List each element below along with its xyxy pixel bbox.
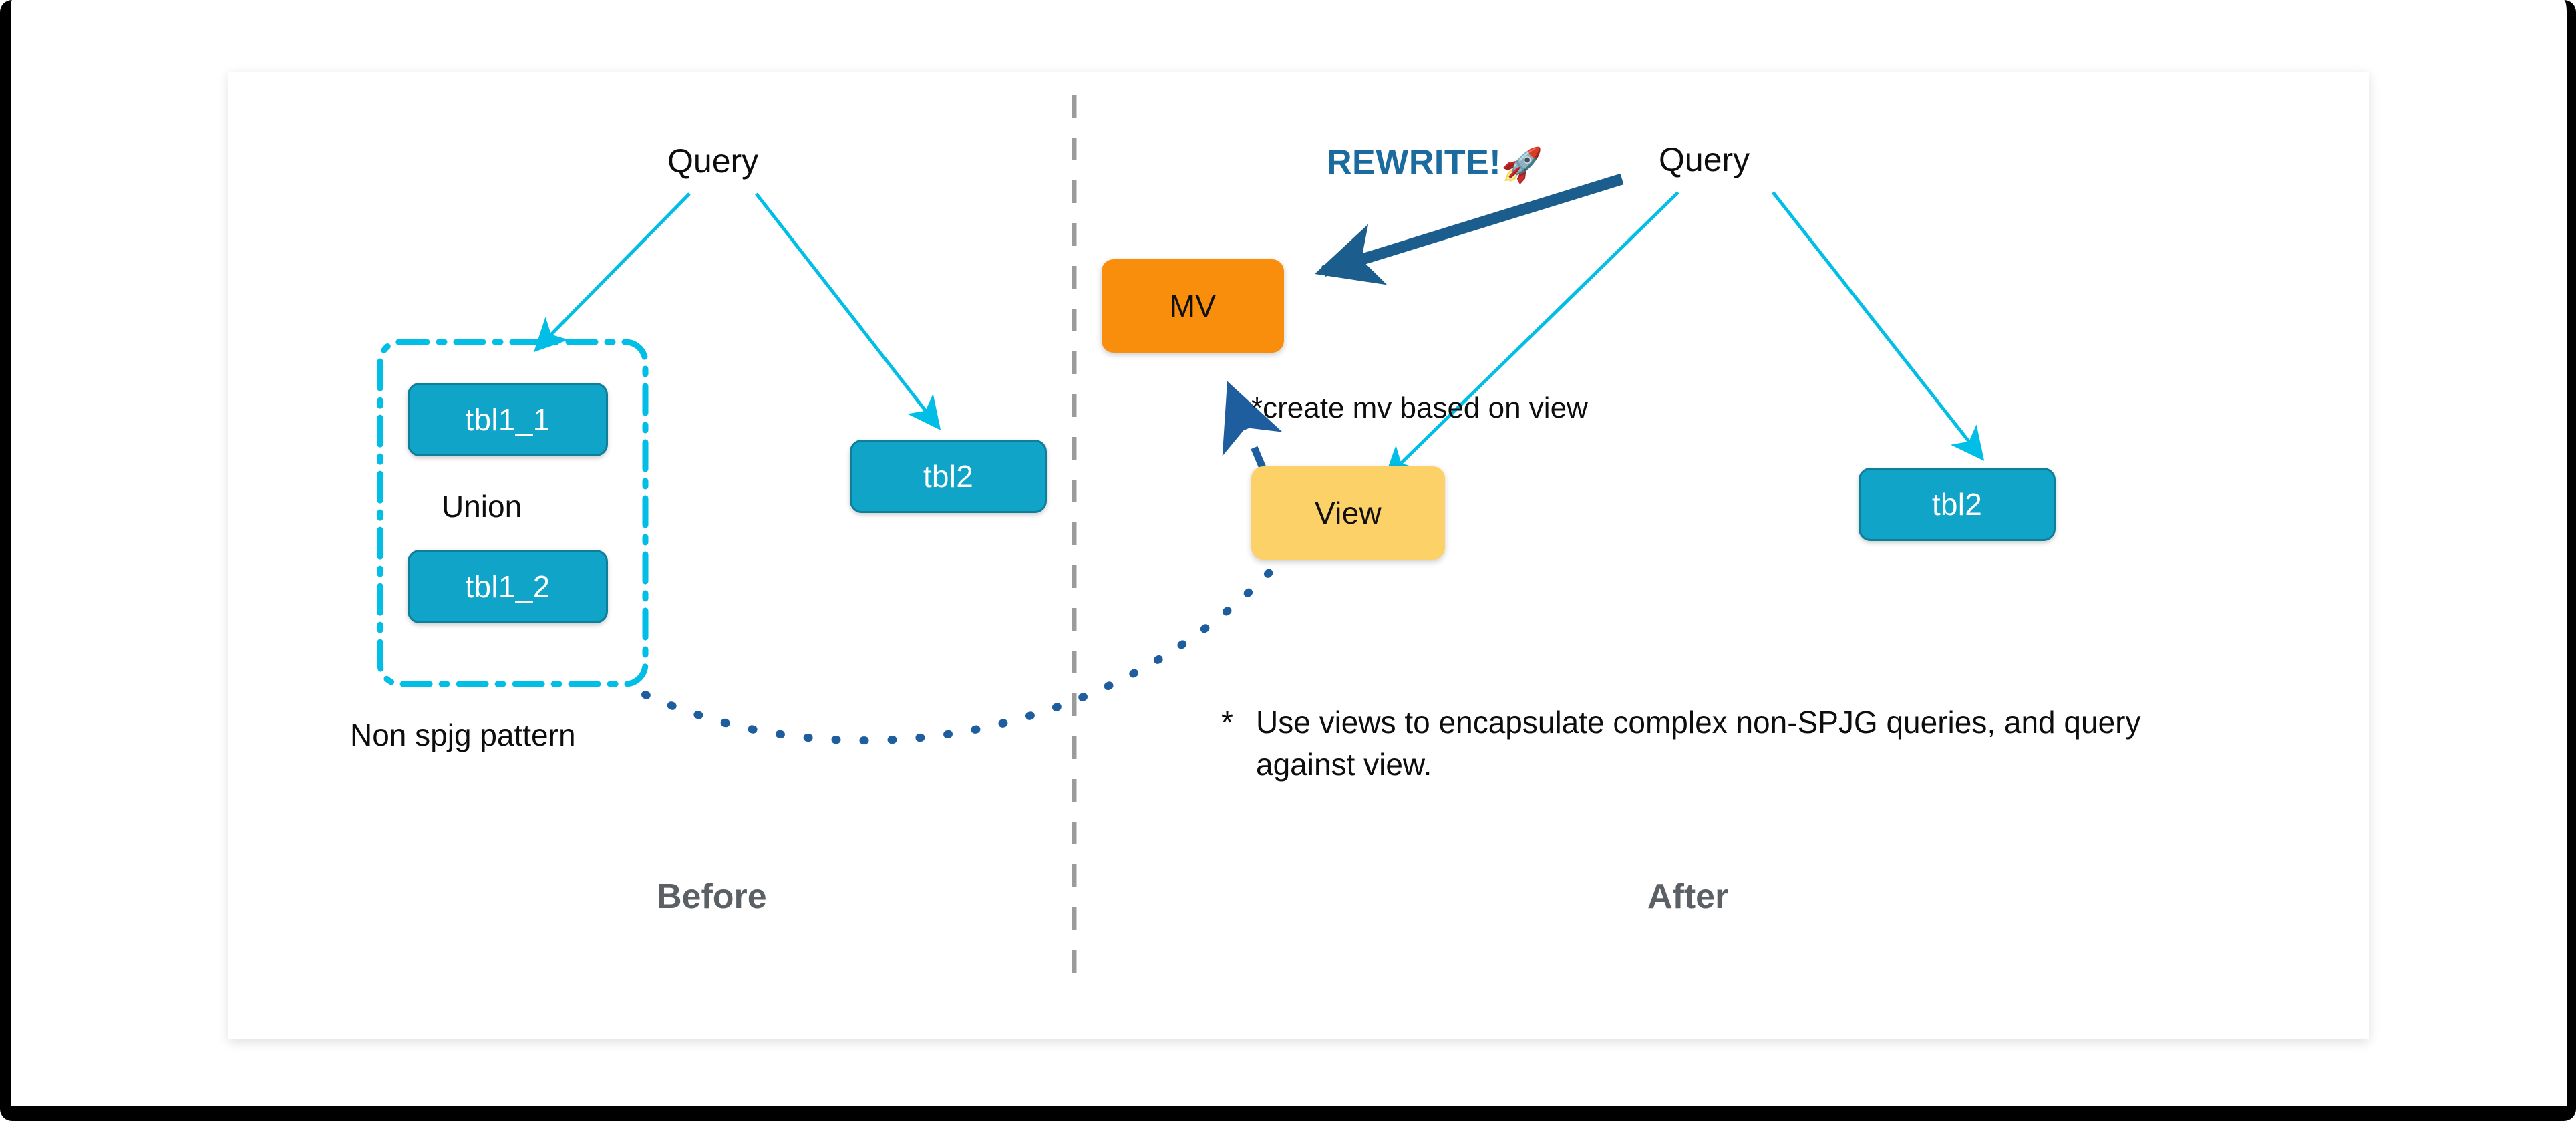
mv-node[interactable]: MV (1102, 259, 1284, 353)
union-label: Union (442, 489, 522, 524)
section-title-after: After (1647, 877, 1729, 916)
query-label-before: Query (667, 142, 759, 180)
table-node-label: tbl1_2 (465, 569, 550, 604)
footnote-text: Use views to encapsulate complex non-SPJ… (1256, 705, 2141, 782)
view-node-label: View (1314, 496, 1382, 530)
non-spjg-pattern-caption: Non spjg pattern (350, 717, 576, 752)
rewrite-label: REWRITE!🚀 (1327, 142, 1543, 185)
table-node-label: tbl2 (923, 459, 974, 494)
table-node-label: tbl2 (1931, 487, 1983, 522)
rocket-icon: 🚀 (1501, 146, 1543, 184)
table-node-tbl2-after[interactable]: tbl2 (1859, 468, 2056, 541)
view-node[interactable]: View (1251, 466, 1445, 560)
table-node-tbl1-1[interactable]: tbl1_1 (408, 383, 608, 456)
footnote: * Use views to encapsulate complex non-S… (1221, 701, 2197, 786)
table-node-label: tbl1_1 (465, 402, 550, 437)
query-label-after: Query (1659, 141, 1750, 178)
table-node-tbl2-before[interactable]: tbl2 (850, 440, 1047, 513)
table-node-tbl1-2[interactable]: tbl1_2 (408, 550, 608, 623)
footnote-marker: * (1221, 705, 1233, 740)
mv-node-label: MV (1169, 289, 1217, 323)
section-title-before: Before (657, 877, 767, 916)
create-mv-note: *create mv based on view (1251, 391, 1588, 424)
rewrite-text: REWRITE! (1327, 143, 1502, 182)
